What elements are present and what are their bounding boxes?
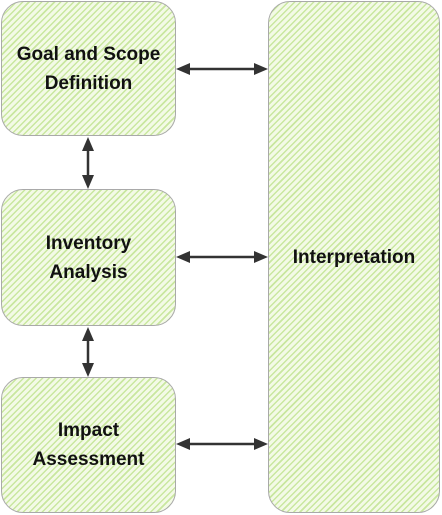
goal-and-scope-label: Goal and Scope Definition [16, 43, 161, 94]
inventory-analysis-label: Inventory Analysis [45, 232, 132, 283]
arrow-inventory-impact [82, 327, 94, 377]
interpretation-label: Interpretation [292, 246, 416, 268]
arrow-goal-interpretation [176, 63, 268, 75]
arrow-inventory-interpretation [176, 251, 268, 263]
impact-assessment-box[interactable]: Impact Assessment [1, 377, 176, 513]
interpretation-box[interactable]: Interpretation [268, 1, 440, 513]
goal-and-scope-box[interactable]: Goal and Scope Definition [1, 1, 176, 136]
impact-assessment-label: Impact Assessment [32, 420, 145, 470]
inventory-analysis-box[interactable]: Inventory Analysis [1, 189, 176, 326]
arrow-goal-inventory [82, 137, 94, 189]
arrow-impact-interpretation [176, 438, 268, 450]
